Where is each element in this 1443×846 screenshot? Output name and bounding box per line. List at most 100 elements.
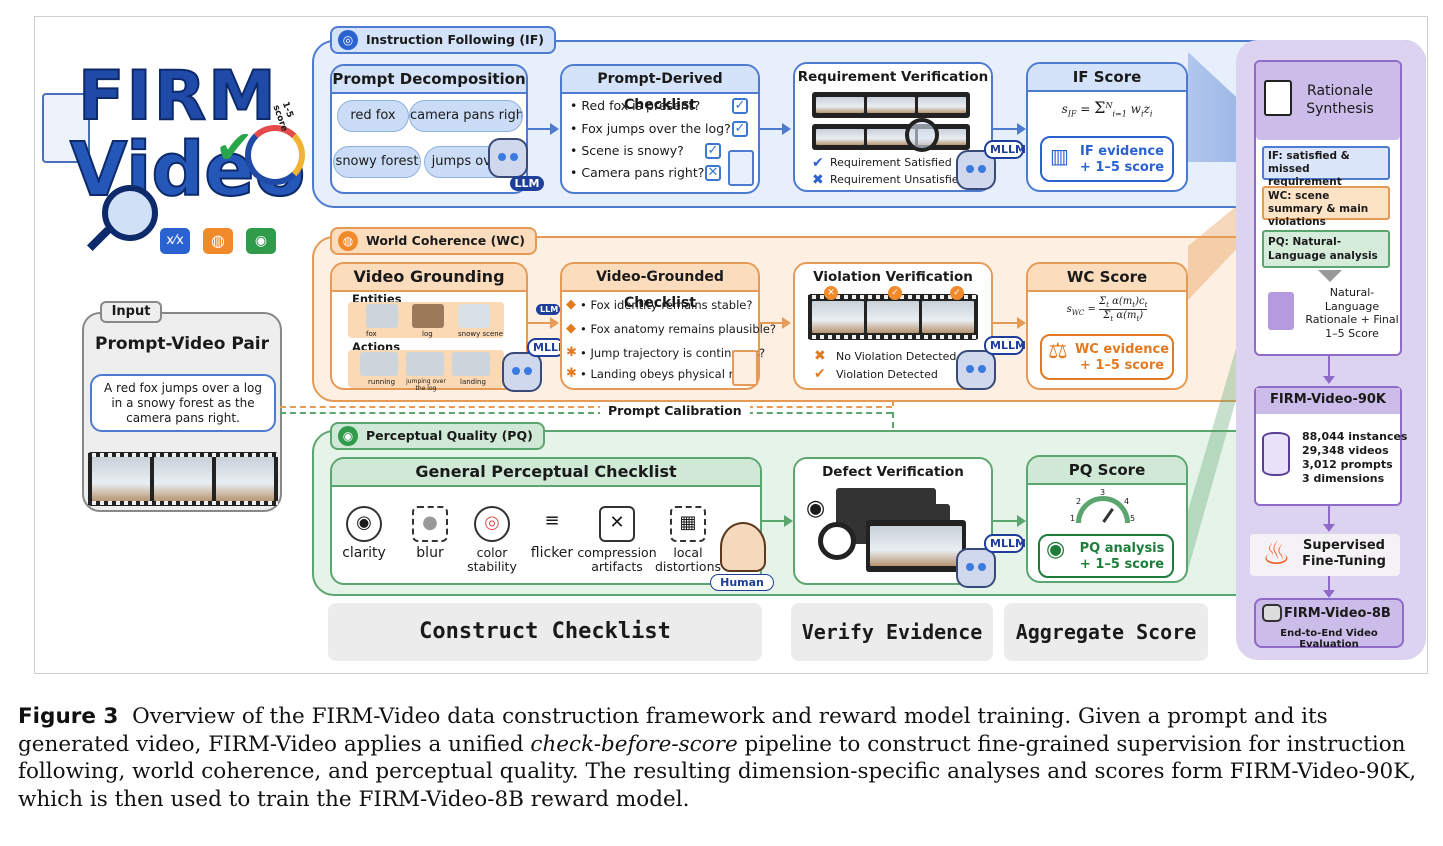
- caption-label: Figure 3: [18, 704, 119, 729]
- llm-robot-icon: [488, 138, 528, 178]
- compression-icon: ✕: [599, 506, 635, 542]
- if-score-title: IF Score: [1028, 64, 1186, 92]
- document-stack-icon: [42, 93, 90, 163]
- input-title: Prompt-Video Pair: [94, 334, 270, 354]
- action-running: running: [368, 378, 396, 386]
- if-formula: sIF = ΣNi=1 wizi: [1061, 98, 1153, 119]
- model-subtitle: End-to-End Video Evaluation: [1280, 628, 1378, 650]
- if-tag: ◎Instruction Following (IF): [330, 26, 556, 54]
- pq-evidence-box: ◉ PQ analysis+ 1–5 score: [1038, 534, 1174, 578]
- eye-icon: ◉: [806, 496, 826, 521]
- down-arrow-icon: [1323, 524, 1335, 532]
- wc-arrow-3: [1017, 317, 1026, 329]
- flicker-item: ≡flicker: [512, 506, 592, 561]
- satisfied-check-icon: ✔: [812, 155, 824, 171]
- video-grounding-title: Video Grounding: [332, 264, 526, 292]
- globe-icon: ◍: [203, 228, 233, 254]
- wc-check-item: • Landing obeys physical mo: [580, 367, 747, 381]
- video-checklist-title: Video-Grounded Checklist: [562, 264, 758, 311]
- input-video-filmstrip: [88, 452, 278, 506]
- if-evidence-box: ▥ IF evidence+ 1–5 score: [1040, 136, 1174, 182]
- wc-score-card: WC Score: [1026, 262, 1188, 390]
- eye-icon: ◉: [1046, 537, 1066, 562]
- if-check-item: • Fox jumps over the log?: [570, 121, 731, 136]
- stat-videos: 29,348 videos: [1302, 444, 1389, 457]
- caption-emphasis: check-before-score: [530, 731, 738, 757]
- input-tag: Input: [100, 301, 162, 323]
- checkbox-checked-icon: ✓: [732, 121, 748, 137]
- human-avatar: [720, 522, 766, 572]
- mllm-robot-icon: [502, 352, 542, 392]
- wc-tag: ◍World Coherence (WC): [330, 227, 537, 255]
- distortion-icon: ▦: [670, 506, 706, 542]
- mllm-robot-icon: [956, 548, 996, 588]
- if-filmstrip-2: [812, 124, 970, 150]
- stat-instances: 88,044 instances: [1302, 430, 1408, 443]
- if-arrow-3: [1017, 123, 1026, 135]
- verify-evidence-label: Verify Evidence: [791, 603, 993, 661]
- llm-small-label: LLM: [536, 304, 560, 315]
- perceptual-checklist-title: General Perceptual Checklist: [332, 459, 760, 487]
- prompt-decomposition-title: Prompt Decomposition: [332, 66, 526, 94]
- magnifier-icon: [102, 185, 158, 241]
- defect-verification-title: Defect Verification: [795, 459, 991, 487]
- eye-icon: ◉: [246, 228, 276, 254]
- prompt-checklist-card: Prompt-Derived Checklist: [560, 64, 760, 194]
- rationale-synthesis-title: Rationale Synthesis: [1306, 83, 1374, 117]
- runner-icon: ✱: [566, 345, 577, 360]
- entity-fox: fox: [366, 330, 377, 338]
- requirement-verification-title: Requirement Verification: [795, 64, 991, 92]
- checkbox-checked-icon: ✓: [732, 98, 748, 114]
- down-arrow-icon: [1323, 590, 1335, 598]
- if-check-item: • Scene is snowy?: [570, 143, 684, 158]
- pq-arrow-2: [1017, 515, 1026, 527]
- wc-check-item: • Fox identity remains stable?: [580, 298, 753, 312]
- if-check-item: • Red fox is present?: [570, 98, 701, 113]
- video-checklist-card: Video-Grounded Checklist: [560, 262, 760, 390]
- pq-score-title: PQ Score: [1028, 457, 1186, 485]
- violation-badge-icon: ✕: [824, 286, 838, 300]
- gauge-tick-1: 1: [1070, 514, 1076, 523]
- gauge-tick-2: 2: [1076, 497, 1082, 506]
- globe-icon: ◍: [338, 231, 358, 251]
- wc-evidence-box: ⚖ WC evidence+ 1–5 score: [1040, 334, 1174, 380]
- aggregate-score-label: Aggregate Score: [1004, 603, 1208, 661]
- eye-icon: ◉: [346, 506, 382, 542]
- if-note: IF: satisfied & missed requirement: [1262, 146, 1390, 188]
- color-icon: ◎: [474, 506, 510, 542]
- ok-badge-icon: ✓: [950, 286, 964, 300]
- gauge-tick-5: 5: [1130, 514, 1136, 523]
- pq-tag: ◉Perceptual Quality (PQ): [330, 422, 545, 450]
- pq-note: PQ: Natural-Language analysis: [1262, 230, 1390, 268]
- clarity-item: ◉clarity: [324, 506, 404, 561]
- logo: FIRM Video ✔ 1-5 score x⁄x ◍ ◉: [40, 55, 310, 265]
- robot-icon: [1262, 604, 1282, 622]
- log-thumb: [412, 304, 444, 328]
- document-icon: [1268, 292, 1294, 330]
- target-icon: ◎: [338, 30, 358, 50]
- clipboard-icon: [732, 350, 758, 386]
- checkbox-checked-icon: ✓: [705, 143, 721, 159]
- database-icon: [1262, 432, 1290, 476]
- llm-label: LLM: [510, 176, 544, 191]
- prompt-bubble: A red fox jumps over a log in a snowy fo…: [90, 374, 276, 432]
- wc-arrow-1: [550, 317, 559, 329]
- mllm-robot-icon: [956, 350, 996, 390]
- if-arrow-1: [550, 123, 559, 135]
- requirement-satisfied-label: Requirement Satisfied: [830, 156, 952, 169]
- if-score-card: IF Score: [1026, 62, 1188, 192]
- action-landing: landing: [460, 378, 486, 386]
- pq-frame-stack-3: [866, 520, 966, 572]
- scale-icon: ⚖: [1048, 339, 1068, 364]
- logo-firm-text: FIRM: [77, 56, 278, 137]
- flicker-icon: ≡: [544, 510, 560, 531]
- down-arrow-icon: [1323, 376, 1335, 384]
- unsatisfied-cross-icon: ✖: [812, 172, 824, 188]
- mllm-label: MLLM: [984, 534, 1026, 553]
- dataset-title: FIRM-Video-90K: [1269, 392, 1387, 407]
- wc-check-item: • Jump trajectory is continuous?: [580, 346, 766, 360]
- down-triangle-icon: [1318, 270, 1342, 282]
- snow-thumb: [458, 304, 490, 328]
- check-icon: ✔: [814, 366, 826, 382]
- construct-checklist-label: Construct Checklist: [328, 603, 762, 661]
